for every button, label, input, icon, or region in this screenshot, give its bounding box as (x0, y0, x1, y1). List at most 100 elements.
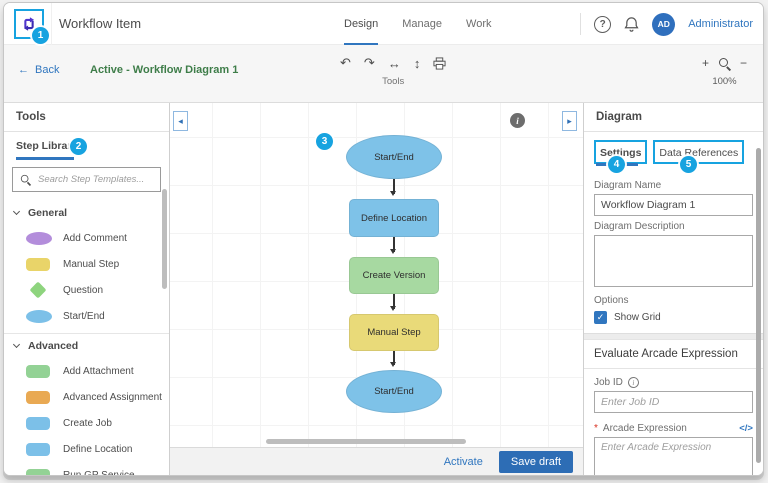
tab-work[interactable]: Work (466, 18, 492, 30)
callout-badge-2: 2 (70, 138, 87, 155)
step-template-question[interactable]: Question (4, 277, 169, 303)
diagram-name-label: Diagram Name (594, 180, 662, 191)
rect-shape-icon (26, 442, 50, 456)
step-template-add-comment[interactable]: Add Comment (4, 225, 169, 251)
step-label: Start/End (63, 310, 105, 322)
callout-badge-3: 3 (316, 133, 333, 150)
tab-settings[interactable]: Settings (600, 147, 642, 159)
collapse-left-panel-button[interactable]: ◂ (173, 111, 188, 131)
node-manual-step[interactable]: Manual Step (349, 314, 439, 351)
code-editor-icon[interactable]: </> (739, 423, 753, 434)
search-input[interactable] (38, 174, 154, 185)
step-template-define-location[interactable]: Define Location (4, 436, 169, 462)
diagram-panel-title: Diagram (584, 103, 763, 132)
tools-label: Tools (382, 76, 405, 87)
distribute-vertical-icon[interactable]: ↕ (413, 55, 421, 71)
connector-arrow (390, 237, 396, 254)
rect-shape-icon (26, 468, 50, 475)
activate-button[interactable]: Activate (443, 455, 483, 468)
required-asterisk: * (594, 423, 598, 434)
tools-panel-title: Tools (4, 103, 169, 132)
ellipse-shape-icon (26, 231, 52, 245)
diagram-name-input[interactable] (594, 194, 753, 216)
diagram-canvas[interactable]: ◂ i ▸ 3 Start/End Define Location Create… (170, 103, 583, 447)
distribute-horizontal-icon[interactable]: ↔ (387, 55, 401, 71)
header-right-divider (580, 13, 582, 35)
header-tabs: Design Manage Work (344, 3, 491, 45)
workflow-manager-logo[interactable] (14, 9, 44, 39)
back-arrow-icon: ← (18, 64, 29, 76)
save-draft-button[interactable]: Save draft (498, 450, 573, 473)
tab-data-references[interactable]: Data References (659, 147, 739, 159)
step-template-advanced-assignment[interactable]: Advanced Assignment (4, 384, 169, 410)
step-search-box (12, 167, 161, 192)
step-library-active-underline (16, 157, 74, 160)
back-label: Back (35, 64, 60, 76)
connector-arrow (390, 294, 396, 311)
canvas-footer: Activate Save draft (170, 447, 583, 475)
user-avatar[interactable]: AD (652, 12, 676, 36)
tab-step-library[interactable]: Step Library (16, 140, 78, 152)
help-icon[interactable]: ? (594, 15, 612, 33)
options-label: Options (594, 295, 629, 306)
step-label: Create Job (63, 417, 112, 429)
callout-badge-5: 5 (680, 156, 697, 173)
show-grid-checkbox[interactable]: ✓ (594, 311, 607, 324)
node-start-end-top[interactable]: Start/End (346, 135, 442, 179)
rect-shape-icon (26, 257, 50, 271)
undo-icon[interactable]: ↶ (340, 55, 351, 70)
step-label: Define Location (63, 443, 133, 455)
user-name[interactable]: Administrator (688, 18, 753, 30)
collapse-right-panel-button[interactable]: ▸ (562, 111, 577, 131)
app-window: 1 Workflow Item Design Manage Work ? AD … (3, 2, 764, 476)
group-general[interactable]: General (4, 200, 169, 225)
connector-arrow (390, 351, 396, 367)
print-icon[interactable] (433, 56, 446, 70)
diagram-description-label: Diagram Description (594, 221, 685, 232)
zoom-out-icon[interactable]: − (739, 56, 747, 70)
node-create-version[interactable]: Create Version (349, 257, 439, 294)
notifications-bell-icon[interactable] (624, 16, 639, 32)
job-id-label: Job ID (594, 377, 623, 388)
step-template-add-attachment[interactable]: Add Attachment (4, 358, 169, 384)
diagram-description-input[interactable] (594, 235, 753, 287)
page-title: Workflow Item (59, 16, 142, 31)
redo-icon[interactable]: ↷ (363, 55, 375, 70)
group-advanced[interactable]: Advanced (4, 333, 169, 358)
callout-box-data-references: Data References (653, 140, 745, 164)
step-template-create-job[interactable]: Create Job (4, 410, 169, 436)
canvas-info-icon[interactable]: i (510, 113, 525, 128)
section-divider (584, 333, 763, 340)
zoom-level: 100% (712, 76, 737, 87)
breadcrumb: Active - Workflow Diagram 1 (90, 64, 239, 76)
diamond-shape-icon (29, 281, 47, 299)
chevron-down-icon (12, 207, 21, 215)
arcade-section-title: Evaluate Arcade Expression (584, 340, 763, 369)
arcade-expression-input[interactable] (594, 437, 753, 475)
diagram-panel: Diagram Settings Data References 4 5 Dia… (583, 103, 763, 475)
header-divider (51, 3, 52, 45)
back-button[interactable]: ← Back (18, 64, 59, 76)
step-template-run-gp-service[interactable]: Run GP Service (4, 462, 169, 475)
job-id-info-icon[interactable]: i (627, 377, 639, 388)
right-panel-scrollbar[interactable] (756, 148, 761, 463)
step-template-start-end[interactable]: Start/End (4, 303, 169, 329)
node-define-location[interactable]: Define Location (349, 199, 439, 237)
diagram-toolbar: ← Back Active - Workflow Diagram 1 ↶ ↷ ↔… (4, 45, 763, 103)
step-label: Run GP Service (63, 469, 135, 476)
left-panel-scrollbar[interactable] (162, 189, 167, 289)
ellipse-shape-icon (26, 309, 52, 323)
connector-arrow (390, 179, 396, 196)
job-id-input[interactable] (594, 391, 753, 413)
canvas-horizontal-scrollbar[interactable] (266, 439, 466, 444)
step-label: Add Attachment (63, 365, 134, 377)
app-header: 1 Workflow Item Design Manage Work ? AD … (4, 3, 763, 45)
tab-manage[interactable]: Manage (402, 18, 443, 30)
zoom-in-icon[interactable]: + (701, 56, 709, 70)
zoom-reset-magnifier-icon[interactable] (718, 57, 731, 70)
node-start-end-bottom[interactable]: Start/End (346, 370, 442, 413)
callout-badge-4: 4 (608, 156, 625, 173)
chevron-down-icon (12, 340, 21, 349)
tab-design[interactable]: Design (344, 3, 379, 45)
step-template-manual-step[interactable]: Manual Step (4, 251, 169, 277)
